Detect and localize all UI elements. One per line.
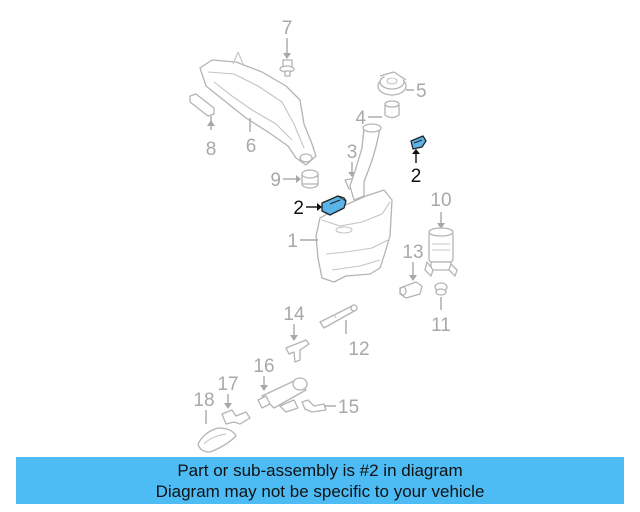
info-banner: Part or sub-assembly is #2 in diagram Di… bbox=[16, 457, 624, 504]
part-8-clip bbox=[189, 93, 215, 130]
part-16-pump bbox=[257, 376, 308, 413]
part-14-connector bbox=[285, 324, 310, 363]
part-18-cover bbox=[197, 410, 237, 453]
part-17-nozzle bbox=[221, 394, 251, 425]
part-15-hose bbox=[301, 399, 336, 413]
callout-2-left: 2 bbox=[293, 198, 304, 219]
part-4-seal bbox=[368, 100, 400, 119]
part-13-connector bbox=[399, 262, 423, 299]
callout-4: 4 bbox=[355, 108, 366, 129]
part-6-bracket bbox=[199, 51, 317, 166]
callout-16: 16 bbox=[253, 356, 274, 377]
callout-9: 9 bbox=[270, 170, 281, 191]
callout-15: 15 bbox=[338, 397, 359, 418]
callout-17: 17 bbox=[217, 374, 238, 395]
callout-13: 13 bbox=[402, 242, 423, 263]
callout-18: 18 bbox=[193, 390, 214, 411]
callout-8: 8 bbox=[206, 139, 217, 160]
part-9-grommet bbox=[283, 169, 319, 189]
banner-line-2: Diagram may not be specific to your vehi… bbox=[155, 481, 485, 501]
callout-1: 1 bbox=[287, 231, 298, 252]
callout-7: 7 bbox=[282, 18, 293, 39]
callout-10: 10 bbox=[430, 190, 451, 211]
banner-line-1: Part or sub-assembly is #2 in diagram bbox=[177, 460, 463, 480]
callout-14: 14 bbox=[283, 304, 305, 325]
callout-5: 5 bbox=[416, 81, 427, 102]
callout-2-right: 2 bbox=[411, 166, 422, 187]
callout-3: 3 bbox=[347, 142, 358, 163]
part-12-hose bbox=[319, 304, 358, 334]
part-2-bracket-left bbox=[306, 195, 347, 216]
callout-11: 11 bbox=[431, 315, 451, 336]
part-7-bolt bbox=[279, 38, 295, 77]
part-5-cap bbox=[377, 71, 414, 96]
callout-12: 12 bbox=[348, 339, 369, 360]
parts-diagram: 1 2 2 3 4 5 6 7 8 9 10 11 12 13 14 15 16… bbox=[189, 18, 458, 453]
part-11-grommet bbox=[434, 282, 448, 310]
part-10-pump bbox=[424, 212, 458, 277]
callout-6: 6 bbox=[246, 136, 257, 157]
part-2-bracket-right bbox=[410, 135, 427, 163]
